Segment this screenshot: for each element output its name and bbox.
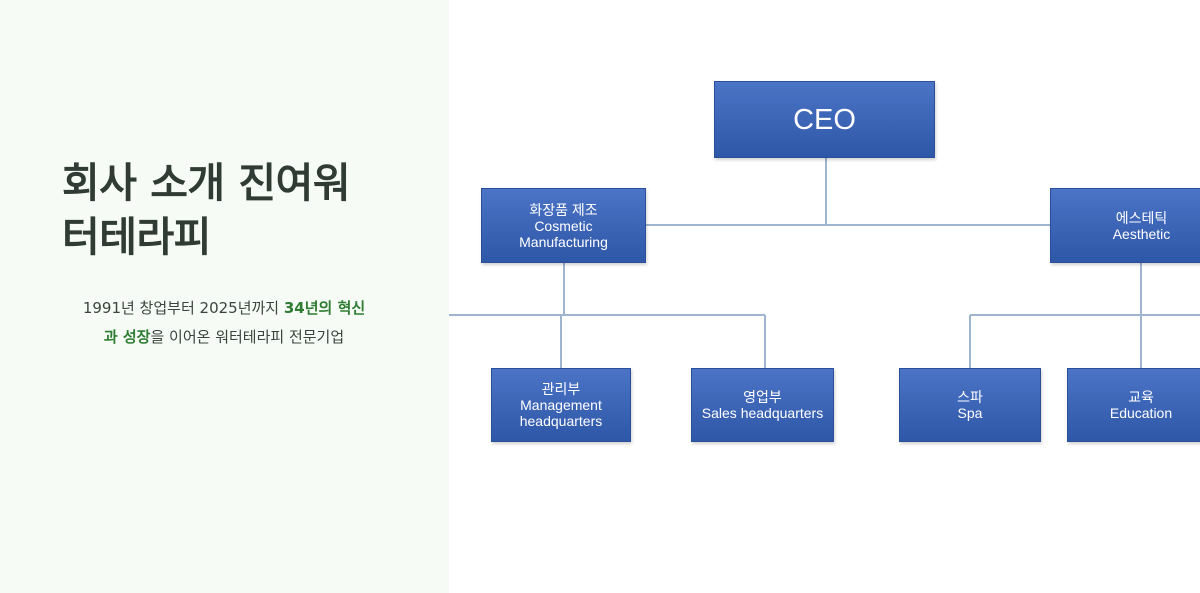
cosmetic-label-en-2: Manufacturing (519, 233, 608, 250)
management-label-ko: 관리부 (541, 381, 581, 397)
tagline-highlight-growth: 과 성장 (103, 328, 151, 346)
education-label-ko: 교육 (1128, 389, 1154, 405)
aesthetic-label-ko: 에스테틱 (1115, 209, 1168, 226)
spa-box: 스파 Spa (899, 368, 1041, 442)
org-chart-connectors (449, 157, 1200, 368)
cosmetic-manufacturing-box: 화장품 제조 Cosmetic Manufacturing (481, 188, 646, 263)
spa-label-en: Spa (957, 405, 983, 421)
spa-label-ko: 스파 (957, 389, 983, 405)
tagline-highlight-years: 34년의 혁신 (283, 299, 366, 317)
intro-panel: 회사 소개 진여워 터테라피 1991년 창업부터 2025년까지 34년의 혁… (0, 0, 449, 593)
sales-label-ko: 영업부 (743, 389, 782, 405)
aesthetic-box: 에스테틱 Aesthetic (1050, 188, 1200, 263)
sales-label-en: Sales headquarters (701, 405, 824, 421)
tagline-text-end: 을 이어온 워터테라피 전문기업 (150, 328, 345, 346)
cosmetic-label-ko: 화장품 제조 (529, 201, 598, 218)
management-label-en-2: headquarters (519, 413, 603, 429)
org-chart: CEO 화장품 제조 Cosmetic Manufacturing 에스테틱 A… (449, 0, 1200, 593)
cosmetic-label-en-1: Cosmetic (534, 217, 593, 234)
aesthetic-label-en: Aesthetic (1112, 225, 1171, 242)
sales-hq-box: 영업부 Sales headquarters (691, 368, 834, 442)
ceo-box: CEO (714, 81, 935, 158)
title-line-1: 회사 소개 진여워 (62, 159, 351, 207)
ceo-label: CEO (793, 103, 856, 136)
page-title: 회사 소개 진여워 터테라피 (62, 156, 432, 264)
education-box: 교육 Education (1067, 368, 1200, 442)
education-label-en: Education (1109, 405, 1173, 421)
title-line-2: 터테라피 (62, 213, 211, 261)
management-hq-box: 관리부 Management headquarters (491, 368, 631, 442)
management-label-en-1: Management (520, 397, 602, 413)
tagline-text-start: 1991년 창업부터 2025년까지 (82, 299, 284, 317)
